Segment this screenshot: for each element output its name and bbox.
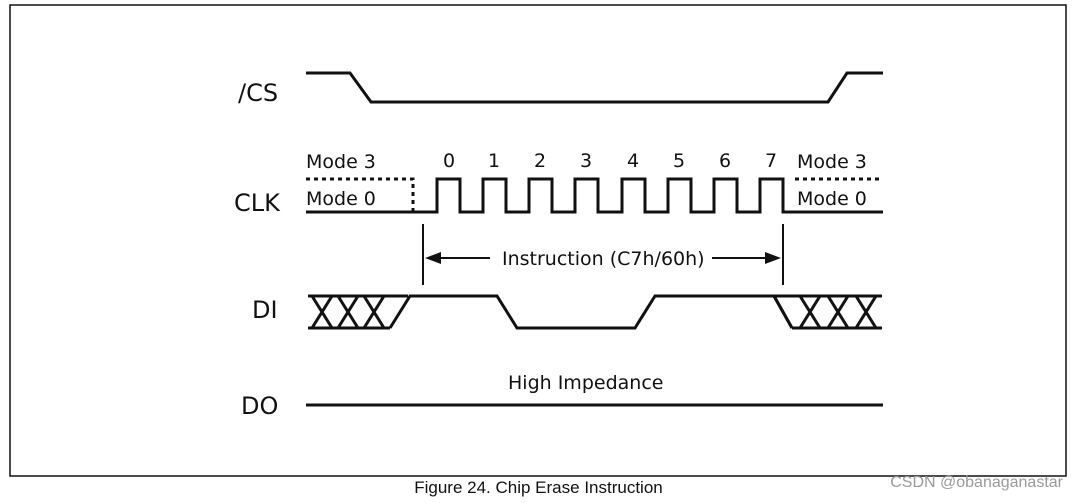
- di-waveform: [388, 294, 794, 330]
- clk-waveform: [306, 177, 883, 214]
- clk-bit-3: 3: [580, 150, 592, 172]
- clk-mode3-left-dashed: [306, 177, 415, 212]
- instruction-arrow-left-head: [425, 252, 441, 264]
- clk-bit-1: 1: [488, 150, 500, 172]
- instruction-label: Instruction (C7h/60h): [502, 248, 705, 270]
- watermark: CSDN @obanaganastar: [890, 474, 1063, 491]
- clk-mode0-right-label: Mode 0: [797, 188, 867, 210]
- do-high-impedance-label: High Impedance: [508, 372, 663, 394]
- clk-mode3-left-label: Mode 3: [306, 151, 376, 173]
- diagram-frame: [9, 4, 1067, 477]
- clk-bit-2: 2: [534, 150, 546, 172]
- cs-signal-label: /CS: [238, 79, 278, 107]
- clk-bit-6: 6: [719, 150, 731, 172]
- instruction-span-marker: Instruction (C7h/60h): [422, 224, 784, 285]
- clk-bit-4: 4: [627, 150, 639, 172]
- clk-mode0-left-label: Mode 0: [306, 188, 376, 210]
- clk-bit-7: 7: [765, 150, 777, 172]
- clk-bit-numbers: 0 1 2 3 4 5 6 7: [443, 150, 777, 172]
- clk-mode3-right-label: Mode 3: [797, 151, 867, 173]
- di-waveform-right-cross-2: [772, 295, 794, 329]
- clk-bit-5: 5: [673, 150, 685, 172]
- do-signal-label: DO: [241, 392, 278, 420]
- di-signal-label: DI: [252, 296, 278, 324]
- instruction-arrow-right-head: [765, 252, 781, 264]
- di-dont-care-right: [792, 294, 882, 330]
- di-dont-care-left: [308, 294, 390, 330]
- figure-caption: Figure 24. Chip Erase Instruction: [414, 478, 663, 497]
- clk-bit-0: 0: [443, 150, 455, 172]
- clk-signal-label: CLK: [234, 189, 281, 217]
- cs-waveform: [306, 71, 883, 104]
